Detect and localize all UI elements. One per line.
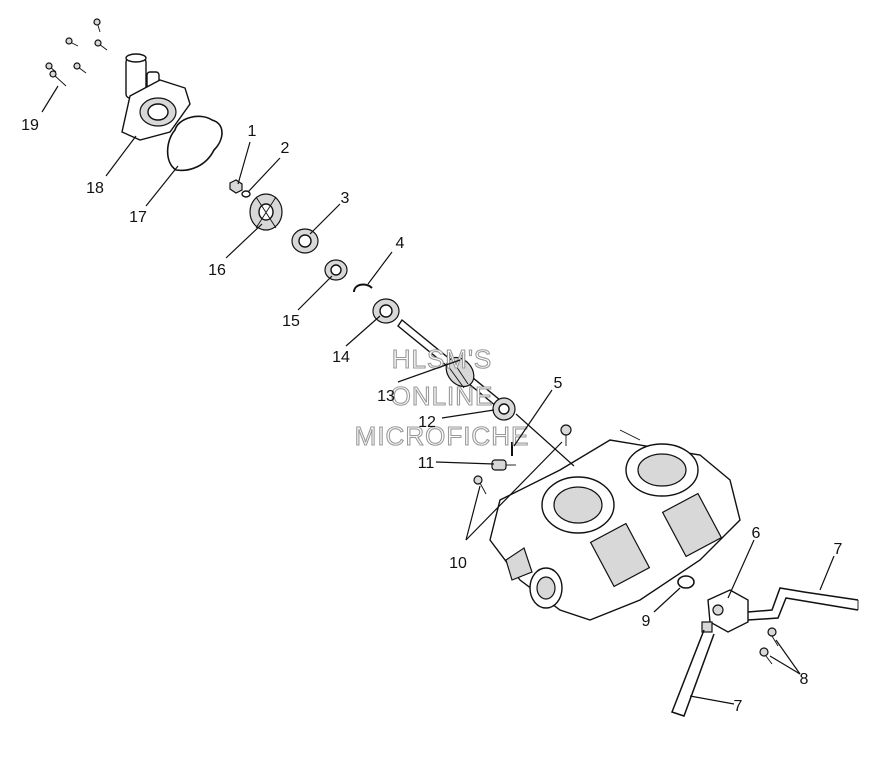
bolt [65,37,79,47]
circlip-4 [353,283,373,293]
leader-lines [41,85,835,705]
callout-16: 16 [208,262,226,279]
callout-labels: 1 2 3 4 5 6 7 7 8 9 10 11 12 13 14 15 16… [21,117,842,715]
callout-9: 9 [642,613,651,630]
bolt-set-19 [45,18,108,87]
callout-10: 10 [449,555,467,572]
seal-15 [324,259,348,281]
watermark-line-1: HLSM'S [392,344,493,374]
bolt-8b [759,647,773,665]
callout-8: 8 [800,671,809,688]
callout-5: 5 [554,375,563,392]
fitting-11 [491,459,516,471]
screw-10a [560,424,572,446]
crankcase [489,429,741,621]
housing-gasket-17 [166,115,223,172]
water-pump-housing-18 [121,53,191,141]
valve-6 [701,589,749,633]
callout-14: 14 [332,349,350,366]
callout-7-lower: 7 [734,698,743,715]
callout-1: 1 [248,123,257,140]
callout-2: 2 [281,140,290,157]
bolt [45,62,57,73]
nut-1 [229,179,243,194]
impeller-16 [249,193,283,231]
callout-19: 19 [21,117,39,134]
watermark-line-2: ONLINE [391,381,494,411]
callout-12: 12 [418,414,436,431]
callout-18: 18 [86,180,104,197]
bolt [49,70,67,87]
seal-3 [291,228,319,254]
callout-7-upper: 7 [834,541,843,558]
bolt-8a [767,627,779,647]
callout-13: 13 [377,388,395,405]
hose-7-upper [747,587,859,621]
bolt [73,62,87,74]
screw-10b [473,475,487,495]
callout-6: 6 [752,525,761,542]
bearing-12 [492,397,516,421]
callout-17: 17 [129,209,147,226]
callout-15: 15 [282,313,300,330]
callout-4: 4 [396,235,405,252]
bolt [93,18,101,33]
washer-2 [241,190,251,198]
callout-11: 11 [418,455,435,472]
watermark: HLSM'S ONLINE MICROFICHE [354,343,530,451]
o-ring-9 [677,575,695,589]
bolt [94,39,108,51]
hose-7-lower [671,629,715,717]
watermark-line-3: MICROFICHE [355,421,530,451]
callout-3: 3 [341,190,350,207]
